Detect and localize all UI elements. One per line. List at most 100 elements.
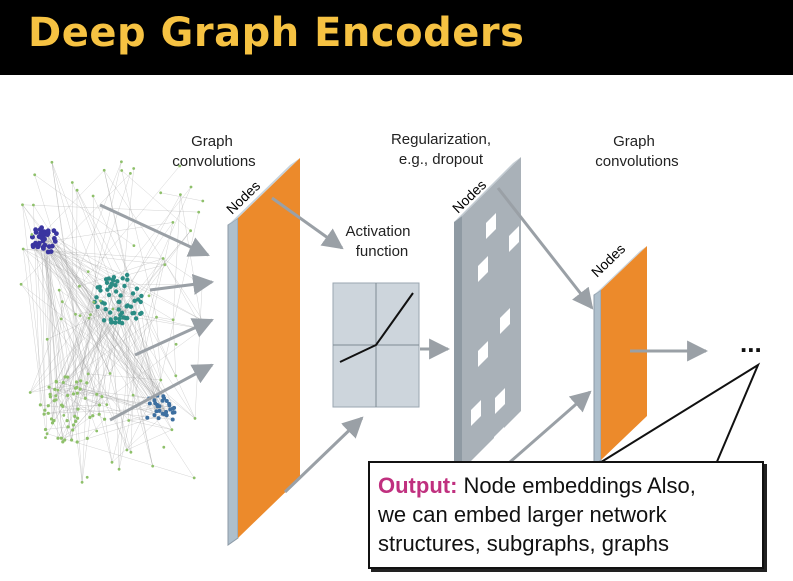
network-node — [45, 228, 51, 234]
network-node — [111, 307, 115, 311]
network-node — [43, 427, 48, 432]
input-arrows — [99, 203, 215, 422]
label-activation-line1: Activation — [345, 223, 410, 240]
network-node — [75, 391, 79, 395]
network-node — [52, 419, 56, 423]
network-node — [38, 231, 44, 236]
network-nodes — [19, 160, 205, 484]
title-bar: Deep Graph Encoders — [0, 0, 793, 75]
network-node — [30, 244, 36, 250]
network-node — [91, 414, 95, 418]
network-node — [131, 393, 135, 397]
network-node — [174, 374, 178, 378]
network-node — [66, 375, 70, 379]
network-node — [105, 403, 109, 406]
network-node — [43, 408, 47, 412]
network-node — [45, 337, 49, 341]
network-node — [159, 378, 163, 382]
conv2-in-arrows — [496, 187, 594, 464]
network-node — [56, 388, 60, 392]
network-node — [132, 167, 136, 170]
network-node — [49, 417, 54, 421]
network-node — [117, 467, 121, 471]
network-node — [155, 404, 160, 409]
network-node — [197, 210, 201, 214]
network-node — [36, 240, 42, 246]
network-node — [30, 233, 34, 236]
network-node — [44, 436, 47, 439]
activation-in-arrows — [271, 196, 364, 494]
network-node — [159, 191, 163, 195]
network-node — [130, 291, 136, 296]
network-node — [54, 379, 58, 383]
network-node — [171, 221, 175, 224]
network-node — [200, 327, 204, 331]
network-node — [52, 239, 58, 244]
network-node — [113, 320, 118, 325]
network-node — [133, 316, 139, 321]
input-network-graph — [19, 160, 205, 484]
network-node — [50, 160, 54, 164]
network-node — [109, 319, 115, 325]
network-node — [47, 385, 51, 389]
callout-keyword: Output: — [378, 473, 458, 498]
network-node — [167, 403, 172, 408]
network-node — [38, 403, 43, 407]
network-node — [122, 283, 127, 289]
network-node — [168, 407, 173, 412]
network-node — [45, 432, 49, 436]
network-node — [172, 410, 177, 415]
network-node — [33, 230, 39, 235]
network-node — [45, 249, 51, 255]
network-node — [124, 272, 130, 278]
network-node — [78, 284, 81, 288]
network-node — [95, 304, 100, 309]
network-node — [125, 316, 130, 321]
network-node — [178, 164, 182, 168]
network-node — [108, 372, 112, 375]
network-node — [201, 319, 205, 322]
network-node — [151, 464, 155, 468]
network-node — [33, 173, 37, 177]
network-node — [95, 392, 99, 396]
network-node — [19, 282, 23, 286]
network-node — [147, 401, 152, 406]
network-node — [66, 425, 70, 429]
network-node — [32, 203, 35, 207]
network-node — [138, 311, 143, 316]
callout-line-1-text: Node embeddings Also, — [457, 473, 696, 498]
network-node — [60, 403, 64, 407]
dropout-layer: Nodes — [449, 157, 521, 476]
label-regularization-line2: e.g., dropout — [399, 151, 484, 168]
network-node — [42, 236, 47, 242]
network-node — [33, 240, 38, 246]
network-node — [39, 225, 44, 231]
network-node — [99, 299, 102, 303]
network-node — [102, 301, 107, 306]
network-node — [102, 168, 106, 172]
network-node — [119, 310, 125, 315]
network-node — [147, 294, 151, 298]
network-node — [120, 160, 123, 164]
continuation-ellipsis: ... — [740, 328, 762, 358]
graph-conv-layer-2: Nodes — [588, 241, 647, 466]
network-node — [66, 393, 70, 398]
network-node — [170, 417, 175, 422]
network-node — [189, 185, 193, 189]
network-node — [132, 298, 137, 303]
network-node — [94, 295, 99, 300]
network-node — [86, 270, 90, 273]
network-node — [46, 404, 50, 408]
network-node — [155, 315, 158, 319]
network-node — [164, 399, 169, 403]
callout-line-2: we can embed larger network — [378, 502, 667, 527]
network-node — [103, 417, 107, 421]
network-node — [110, 460, 114, 464]
network-node — [63, 438, 67, 442]
network-node — [71, 423, 76, 427]
network-node — [75, 440, 79, 444]
network-node — [100, 395, 104, 399]
network-node — [116, 299, 121, 305]
network-node — [171, 318, 175, 322]
